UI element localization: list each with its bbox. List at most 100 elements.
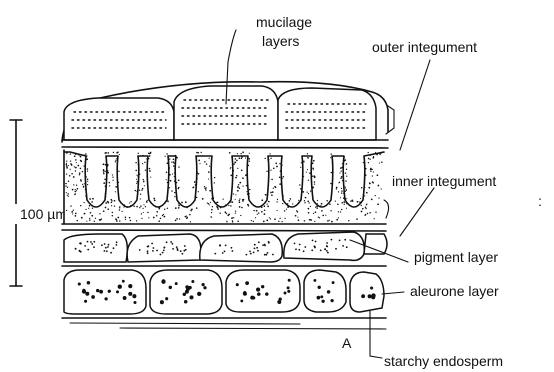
- pigment-dot: [331, 239, 333, 241]
- stipple-dot: [75, 167, 77, 169]
- stipple-dot: [104, 171, 105, 172]
- aleurone-granule: [96, 289, 99, 292]
- aleurone-granule: [118, 285, 122, 289]
- stipple-dot: [117, 217, 119, 219]
- stipple-dot: [214, 177, 215, 178]
- stipple-dot: [270, 158, 271, 159]
- stipple-dot: [196, 152, 198, 154]
- stipple-dot: [238, 184, 239, 185]
- stipple-dot: [373, 182, 374, 183]
- pigment-dot: [113, 247, 115, 249]
- stipple-dot: [160, 218, 162, 220]
- stipple-dot: [273, 167, 275, 169]
- stipple-dot: [249, 153, 250, 154]
- pigment-dot: [266, 254, 268, 256]
- stipple-dot: [207, 202, 208, 203]
- stipple-dot: [136, 183, 137, 184]
- stipple-dot: [91, 201, 93, 203]
- stipple-dot: [365, 207, 367, 209]
- stipple-dot: [370, 171, 371, 172]
- stipple-dot: [142, 188, 144, 190]
- pigment-dot: [326, 246, 328, 248]
- stipple-dot: [281, 221, 282, 222]
- stipple-dot: [135, 190, 137, 192]
- stipple-dot: [174, 196, 175, 197]
- stipple-dot: [145, 206, 146, 207]
- stipple-dot: [374, 218, 375, 219]
- stipple-dot: [379, 163, 380, 164]
- stipple-dot: [74, 155, 76, 157]
- stipple-dot: [242, 151, 244, 153]
- stipple-dot: [375, 195, 376, 196]
- stipple-dot: [314, 183, 315, 184]
- stipple-dot: [136, 206, 138, 208]
- stipple-dot: [204, 161, 206, 163]
- stipple-dot: [77, 188, 79, 190]
- stipple-dot: [166, 179, 167, 180]
- stipple-dot: [208, 171, 210, 173]
- stipple-dot: [270, 192, 272, 194]
- stipple-dot: [300, 167, 301, 168]
- stipple-dot: [272, 191, 274, 193]
- stipple-dot: [336, 187, 338, 189]
- pigment-dot: [108, 244, 110, 246]
- pigment-dot: [91, 243, 93, 245]
- aleurone-granule: [318, 286, 321, 289]
- stipple-dot: [140, 205, 142, 207]
- stipple-dot: [342, 202, 344, 204]
- aleurone-granule: [91, 295, 95, 299]
- stipple-dot: [135, 162, 136, 163]
- pigment-dot: [295, 248, 297, 250]
- stipple-dot: [111, 205, 112, 206]
- stipple-dot: [198, 191, 199, 192]
- stipple-dot: [373, 156, 374, 157]
- pigment-dot: [246, 254, 248, 256]
- aleurone-granule: [165, 297, 168, 300]
- stipple-dot: [114, 200, 116, 202]
- stipple-dot: [149, 168, 151, 170]
- stipple-dot: [366, 203, 367, 204]
- stipple-dot: [241, 153, 242, 154]
- stipple-dot: [167, 208, 168, 209]
- stipple-dot: [103, 182, 105, 184]
- stipple-dot: [239, 200, 240, 201]
- stipple-dot: [306, 191, 307, 192]
- pigment-dot: [105, 247, 107, 249]
- stipple-dot: [230, 205, 231, 206]
- stipple-dot: [336, 188, 337, 189]
- stipple-dot: [173, 165, 174, 166]
- stipple-dot: [312, 167, 314, 169]
- stipple-dot: [253, 210, 254, 211]
- stipple-dot: [156, 215, 158, 217]
- stipple-dot: [310, 206, 311, 207]
- aleurone-granule: [128, 292, 132, 296]
- stipple-dot: [243, 199, 245, 201]
- pigment-dot: [170, 241, 172, 243]
- stipple-dot: [66, 163, 67, 164]
- stipple-dot: [176, 218, 178, 220]
- stipple-dot: [80, 160, 82, 162]
- stipple-dot: [66, 167, 68, 169]
- stipple-dot: [173, 159, 175, 161]
- stipple-dot: [75, 213, 77, 215]
- stipple-dot: [321, 210, 323, 212]
- stipple-dot: [264, 209, 266, 211]
- stipple-dot: [277, 199, 278, 200]
- stipple-dot: [308, 212, 310, 214]
- pigment-dot: [264, 244, 266, 246]
- stipple-dot: [139, 190, 140, 191]
- pigment-dot: [90, 241, 92, 243]
- stipple-dot: [143, 212, 144, 213]
- stipple-dot: [226, 213, 227, 214]
- pigment-dot: [153, 247, 155, 249]
- stipple-dot: [235, 177, 237, 179]
- stipple-dot: [258, 212, 259, 213]
- aleurone-granule: [371, 293, 375, 297]
- stipple-dot: [185, 201, 187, 203]
- stipple-dot: [115, 186, 117, 188]
- stipple-dot: [150, 153, 151, 154]
- scale-label: 100 µm: [20, 206, 67, 222]
- stipple-dot: [204, 186, 205, 187]
- stipple-dot: [235, 194, 236, 195]
- stipple-dot: [318, 216, 319, 217]
